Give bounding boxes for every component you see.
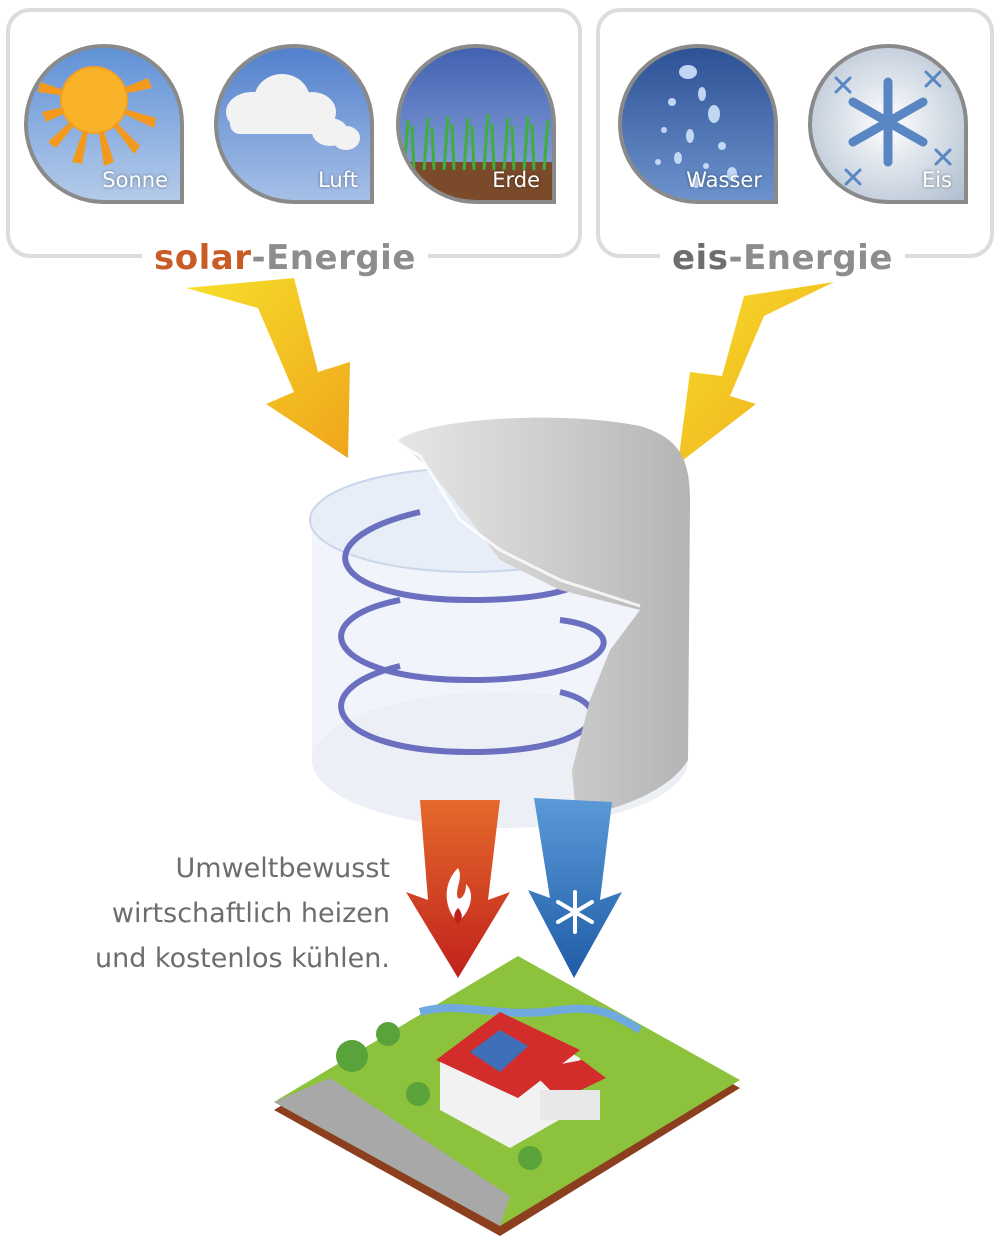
tile-label-luft: Luft [318, 168, 358, 192]
tile-wasser: Wasser [616, 42, 780, 206]
slogan-line-1: Umweltbewusst [175, 853, 390, 884]
sun-icon [24, 44, 184, 204]
tile-label-sonne: Sonne [102, 168, 168, 192]
cloud-icon [214, 44, 374, 204]
eis-suffix: -Energie [728, 238, 893, 278]
tile-eis: Eis [806, 42, 970, 206]
tile-label-eis: Eis [921, 168, 952, 192]
snowflake-icon [808, 44, 968, 204]
grass-icon [396, 44, 556, 204]
solar-brand: solar [154, 238, 252, 278]
slogan-line-3: und kostenlos kühlen. [94, 943, 390, 974]
tile-label-erde: Erde [492, 168, 540, 192]
cool-output-arrow [528, 798, 622, 978]
water-drops-icon [618, 44, 778, 204]
snowflake-icon [556, 890, 594, 934]
eis-input-arrow [678, 282, 834, 464]
house-scene [274, 956, 740, 1236]
slogan-line-2: wirtschaftlich heizen [111, 898, 390, 929]
tile-label-wasser: Wasser [686, 168, 762, 192]
solar-suffix: -Energie [251, 238, 416, 278]
heat-output-arrow [406, 800, 510, 978]
solar-input-arrow [186, 278, 350, 458]
ice-storage-tank [309, 417, 690, 828]
tank-shell [398, 417, 690, 816]
tile-luft: Luft [212, 42, 376, 206]
eis-energy-title: eis-Energie [660, 238, 905, 278]
eis-brand: eis [672, 238, 729, 278]
tile-sonne: Sonne [22, 42, 186, 206]
slogan: Umweltbewusst wirtschaftlich heizen und … [95, 846, 390, 981]
solar-energy-title: solar-Energie [142, 238, 428, 278]
tile-erde: Erde [394, 42, 558, 206]
flame-icon [446, 868, 472, 924]
